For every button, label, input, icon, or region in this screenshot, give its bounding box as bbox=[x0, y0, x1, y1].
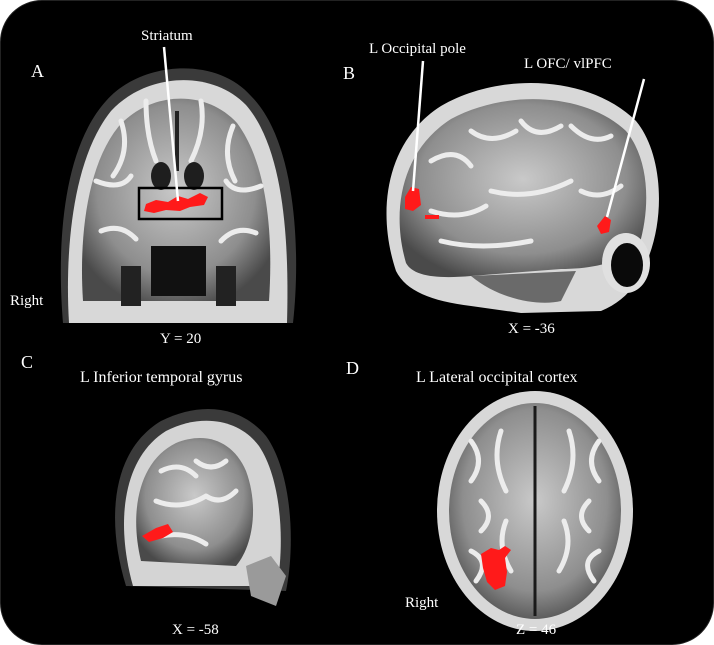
coord-label-c: X = -58 bbox=[172, 622, 219, 638]
coord-label-d: Z = 46 bbox=[516, 622, 557, 638]
panel-letter-a: A bbox=[31, 61, 44, 81]
roi-label-occipital-pole: L Occipital pole bbox=[369, 41, 466, 57]
coord-label-a: Y = 20 bbox=[160, 331, 202, 347]
panel-title-d: L Lateral occipital cortex bbox=[416, 369, 578, 386]
roi-label-ofc-vlpfc: L OFC/ vlPFC bbox=[524, 56, 612, 72]
panel-letter-c: C bbox=[21, 352, 34, 372]
coronal-slice-a bbox=[60, 68, 297, 324]
orientation-label-d: Right bbox=[405, 595, 439, 611]
roi-label-striatum: Striatum bbox=[141, 28, 193, 44]
panel-title-c: L Inferior temporal gyrus bbox=[80, 369, 243, 386]
panel-letter-d: D bbox=[346, 358, 359, 378]
coord-label-b: X = -36 bbox=[508, 321, 555, 337]
sagittal-slice-b bbox=[386, 60, 659, 313]
sagittal-slice-c bbox=[115, 409, 291, 606]
panel-letter-b: B bbox=[343, 63, 356, 83]
axial-slice-d bbox=[437, 391, 633, 631]
orientation-label-a: Right bbox=[10, 293, 44, 309]
